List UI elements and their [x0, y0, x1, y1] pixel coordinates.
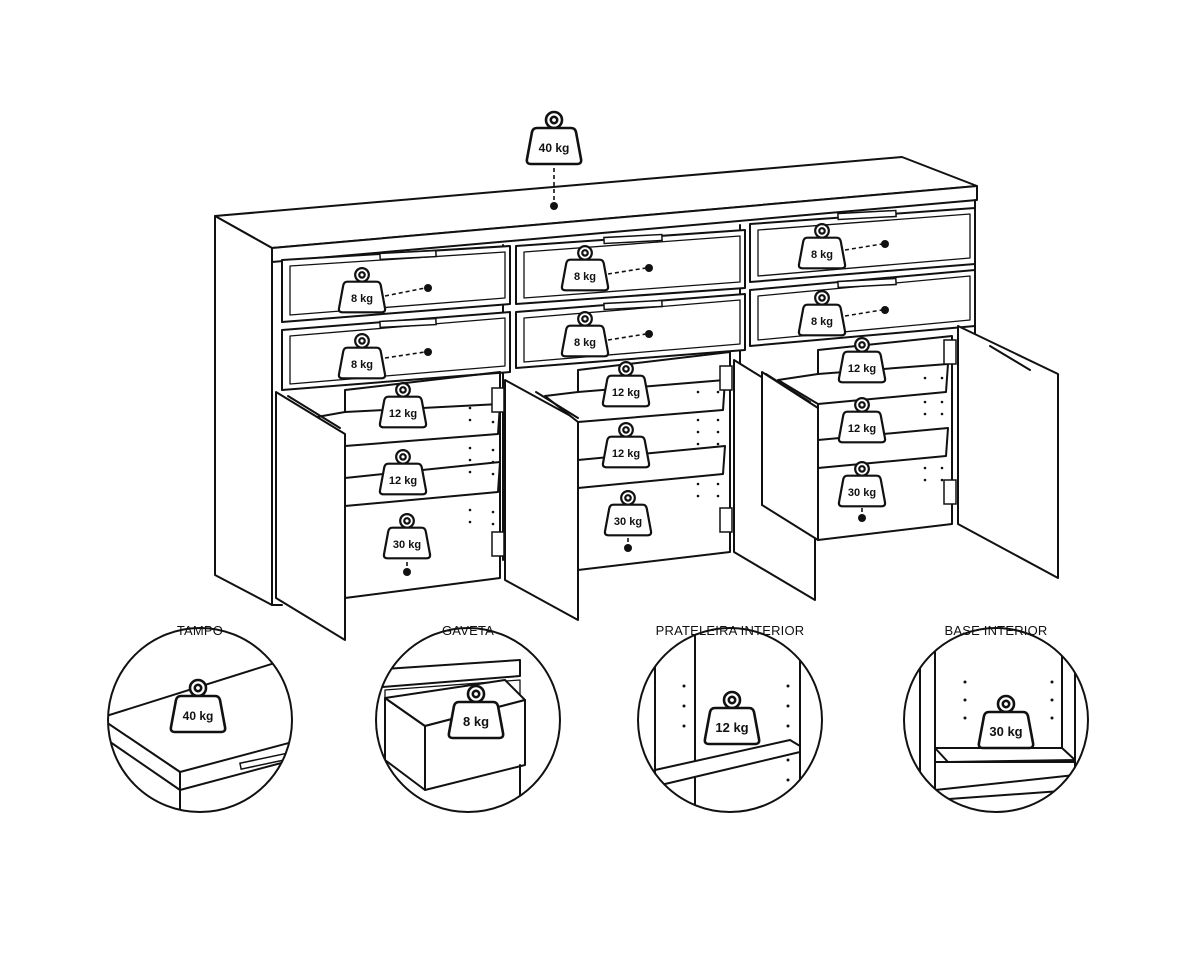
drawer-3-1: [749, 207, 976, 283]
shelf-weight-label: 12 kg: [389, 408, 418, 420]
drawer-weight-label: 8 kg: [811, 316, 833, 328]
weight-icon: 30 kg: [603, 489, 653, 537]
weight-icon: 8 kg: [560, 310, 610, 358]
drawer-weight-label: 8 kg: [574, 337, 596, 349]
weight-icon: 30 kg: [977, 694, 1035, 750]
weight-icon: 12 kg: [601, 360, 651, 408]
drawer-weight-label: 8 kg: [811, 249, 833, 261]
shelf-2-2: [577, 445, 726, 489]
detail-weight-label: 12 kg: [715, 720, 748, 735]
detail-gaveta: GAVETA 8 kg: [375, 623, 561, 813]
detail-caption: PRATELEIRA INTERIOR: [656, 623, 805, 638]
shelf-weight-label: 12 kg: [848, 363, 877, 375]
detail-caption: GAVETA: [442, 623, 494, 638]
shelf-3-1: [777, 363, 949, 405]
detail-caption: BASE INTERIOR: [944, 623, 1047, 638]
column-3: [749, 207, 1059, 579]
left-side-panel: [214, 215, 273, 606]
weight-icon: 12 kg: [837, 396, 887, 444]
weight-icon: 8 kg: [797, 222, 847, 270]
weight-icon: 8 kg: [797, 289, 847, 337]
door-1-right: [504, 379, 579, 621]
base-weight-label: 30 kg: [614, 516, 643, 528]
detail-prateleira: PRATELEIRA INTERIOR 12 kg: [637, 623, 823, 813]
weight-icon: 8 kg: [560, 244, 610, 292]
drawer-weight-label: 8 kg: [351, 359, 373, 371]
shelf-weight-label: 12 kg: [389, 475, 418, 487]
door-3-right: [957, 325, 1059, 579]
column-1: [275, 245, 579, 641]
weight-icon: 30 kg: [837, 460, 887, 508]
weight-icon: 8 kg: [337, 266, 387, 314]
detail-caption: TAMPO: [177, 623, 223, 638]
weight-icon: 8 kg: [447, 684, 505, 740]
detail-weight-label: 30 kg: [989, 724, 1022, 739]
door-1-left: [275, 391, 346, 641]
shelf-weight-label: 12 kg: [612, 387, 641, 399]
detail-tampo: TAMPO 40 kg: [107, 623, 293, 813]
drawer-weight-label: 8 kg: [574, 271, 596, 283]
drawer-weight-label: 8 kg: [351, 293, 373, 305]
shelf-weight-label: 12 kg: [848, 423, 877, 435]
weight-icon: 12 kg: [601, 421, 651, 469]
weight-icon: 30 kg: [382, 512, 432, 560]
base-weight-label: 30 kg: [848, 487, 877, 499]
weight-markers: 40 kg 8 kg 8 kg 8 kg 8 kg 8 kg 8 kg 12 k…: [337, 110, 889, 576]
weight-icon: 8 kg: [337, 332, 387, 380]
weight-icon: 40 kg: [525, 110, 583, 166]
detail-weight-label: 40 kg: [183, 709, 214, 723]
base-weight-label: 30 kg: [393, 539, 422, 551]
detail-base: BASE INTERIOR 30 kg: [903, 623, 1089, 813]
weight-icon: 12 kg: [378, 448, 428, 496]
shelf-weight-label: 12 kg: [612, 448, 641, 460]
detail-weight-label: 8 kg: [463, 714, 489, 729]
weight-icon: 12 kg: [703, 690, 761, 746]
weight-icon: 12 kg: [837, 336, 887, 384]
weight-icon: 12 kg: [378, 381, 428, 429]
weight-icon: 40 kg: [169, 678, 227, 734]
sideboard: [214, 156, 1059, 641]
top-weight-label: 40 kg: [539, 141, 570, 155]
